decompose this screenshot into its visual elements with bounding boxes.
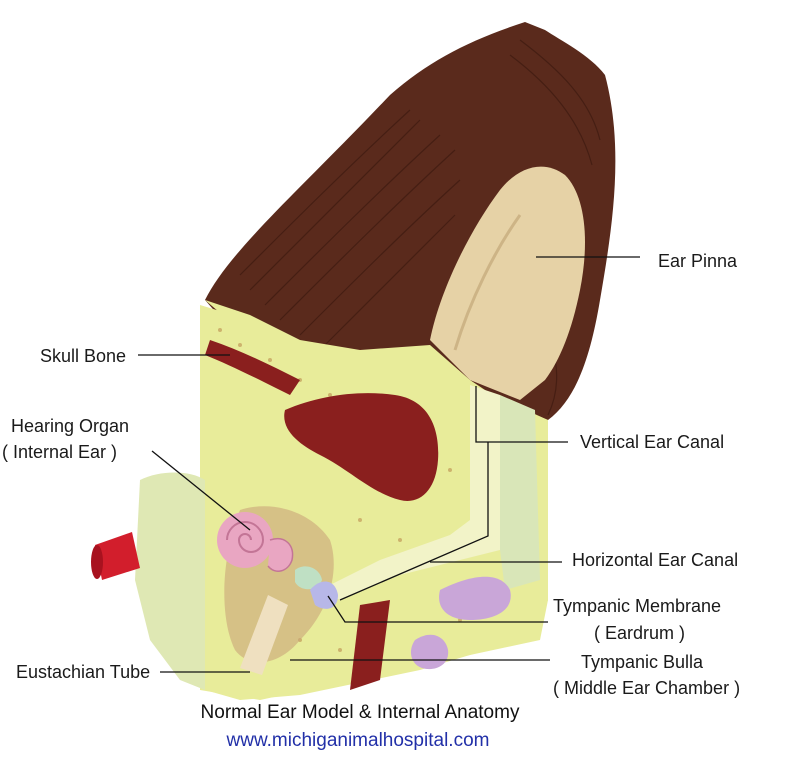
tympanic-membrane (310, 581, 338, 609)
label-ear-pinna: Ear Pinna (658, 251, 738, 271)
eustachian-tube-shape (240, 595, 288, 675)
caption-url[interactable]: www.michiganimalhospital.com (226, 730, 490, 751)
label-eustachian-tube: Eustachian Tube (16, 662, 151, 682)
red-tube-end (91, 545, 103, 579)
ossicles (295, 566, 322, 590)
lower-purple (410, 634, 449, 670)
label-horizontal-ear-canal: Horizontal Ear Canal (572, 550, 739, 570)
label-internal-ear: ( Internal Ear ) (2, 442, 118, 462)
leader-lines (138, 256, 640, 673)
skull-bone-band (205, 340, 300, 395)
label-tympanic-bulla: Tympanic Bulla (581, 652, 704, 672)
canal-cartilage (500, 395, 540, 590)
label-eardrum: ( Eardrum ) (594, 623, 686, 643)
muscle-chamber (284, 393, 439, 501)
ear-pinna-inner (430, 166, 585, 400)
label-skull-bone: Skull Bone (40, 346, 127, 366)
fur-texture (239, 39, 601, 416)
label-middle-ear-chamber: ( Middle Ear Chamber ) (553, 678, 741, 698)
caption-title: Normal Ear Model & Internal Anatomy (200, 702, 520, 723)
pinna-fold (453, 214, 522, 351)
label-hearing-organ: Hearing Organ (11, 416, 130, 436)
red-tube (95, 532, 140, 580)
cochlea (217, 512, 294, 572)
face-section (135, 472, 205, 690)
ear-canal (320, 385, 500, 600)
label-vertical-ear-canal: Vertical Ear Canal (580, 432, 725, 452)
label-tympanic-membrane: Tympanic Membrane (553, 596, 722, 616)
tympanic-bulla-tissue (439, 576, 511, 620)
